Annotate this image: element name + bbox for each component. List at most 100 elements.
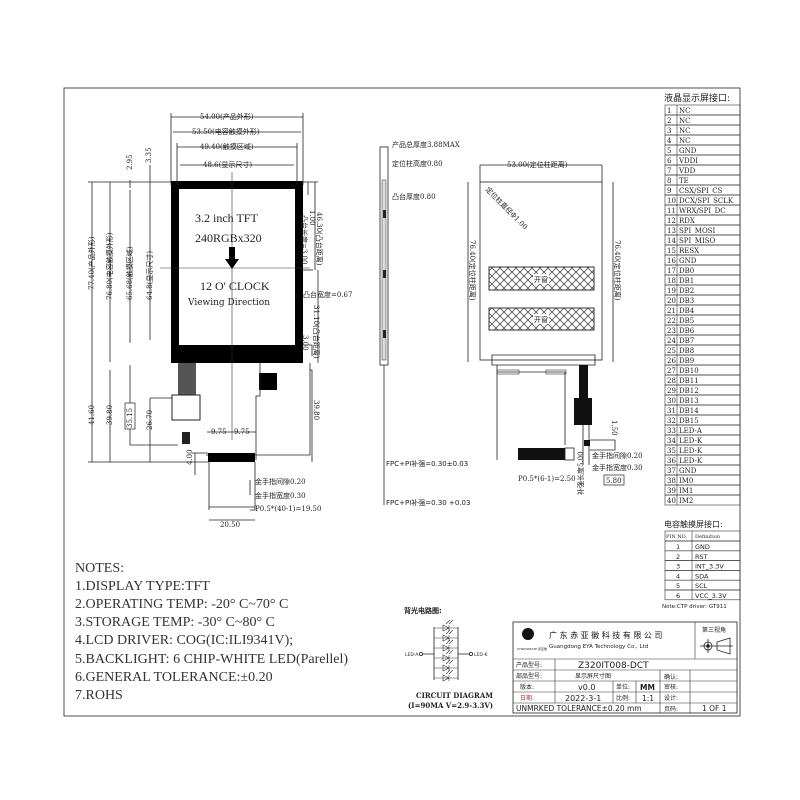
lcd-pin-table-title: 液晶显示屏接口: (664, 92, 730, 104)
projection-label: 第三视角 (702, 626, 726, 634)
pin-definition: DB1 (679, 277, 694, 285)
pin-definition: LED-K (679, 447, 703, 455)
pin-number: 27 (667, 367, 676, 375)
fpc-cable (178, 363, 196, 395)
pin-definition: SPI_MOSI (679, 227, 715, 235)
pin-definition: DB15 (679, 417, 699, 425)
ctp-fingers (182, 432, 190, 444)
side-total-thickness: 产品总厚度3.88MAX (392, 140, 460, 149)
dim-finger-width: 金手指宽度0.30 (255, 491, 306, 500)
ctp-pin-number: 2 (676, 553, 680, 561)
pin-definition: RDX (679, 217, 695, 225)
pin-definition: DB3 (679, 297, 694, 305)
dim-height-display: 64.8(显示尺寸) (145, 251, 154, 300)
dim-width-ctp: 53.50(电容触摸外形) (192, 127, 260, 136)
pin-number: 18 (667, 277, 676, 285)
title-block: SYNOCREATE 赤亚徽 广 东 赤 亚 徽 科 技 有 限 公 司 Gua… (512, 621, 738, 714)
scale-label: 比例: (616, 694, 630, 702)
scale-value: 1:1 (642, 694, 654, 703)
date-value: 2022-3-1 (565, 694, 601, 703)
pin-definition: IM0 (679, 477, 693, 485)
backlight-circuit: 背光电路图: LED-A LED-K CIRCUIT DIAGRAM (I=90… (404, 606, 493, 710)
dim-boss-distance-1: 46.30(凸台距离) (315, 212, 324, 266)
pin-definition: NC (679, 127, 690, 135)
pin-number: 4 (667, 137, 672, 145)
pin-definition: DB13 (679, 397, 699, 405)
dim-3980: 39.80 (106, 405, 114, 425)
back-dim-580: 5.80 (606, 477, 622, 485)
page-value: 1 OF 1 (702, 704, 727, 713)
pin-number: 12 (667, 217, 676, 225)
back-pin-distance-width: 53.00(定位柱距离) (507, 160, 568, 169)
pin-number: 19 (667, 287, 676, 295)
dim-boss-distance-2: 31.10(凸台距离) (312, 305, 321, 359)
pin-number: 40 (667, 497, 676, 505)
pin-definition: NC (679, 137, 690, 145)
pin-definition: DB14 (679, 407, 699, 415)
pin-number: 32 (667, 417, 676, 425)
circuit-cathode-label: LED-K (474, 652, 488, 658)
part-name: 显示屏尺寸图 (575, 672, 611, 680)
dim-295: 2.95 (126, 154, 134, 170)
pin-number: 25 (667, 347, 676, 355)
circuit-caption: CIRCUIT DIAGRAM (416, 691, 493, 700)
pin-number: 36 (667, 457, 676, 465)
company-name-cn: 广 东 赤 亚 徽 科 技 有 限 公 司 (549, 630, 662, 640)
side-boss-thickness: 凸台厚度0.80 (392, 192, 436, 201)
pin-number: 34 (667, 437, 676, 445)
back-finger-width: 金手指宽度0.30 (592, 463, 643, 472)
dim-3515: 35.15 (126, 408, 134, 428)
pin-number: 7 (667, 167, 671, 175)
back-window-1-label: 开窗 (534, 275, 548, 284)
pin-number: 2 (667, 117, 671, 125)
pin-number: 1 (667, 107, 671, 115)
unit-label: 单位: (616, 683, 630, 691)
dim-300: 3.00 (301, 335, 309, 351)
version-label: 版本: (520, 683, 534, 691)
pin-number: 33 (667, 427, 676, 435)
pin-row: 4 NC (664, 134, 741, 146)
pin-number: 11 (667, 207, 676, 215)
ctp-pin-number: 3 (676, 563, 680, 571)
back-view: 53.00(定位柱距离) 定位柱直径Φ1.00 76.40(定位柱距离) 76.… (467, 160, 643, 495)
ctp-connector (171, 394, 201, 421)
pin-number: 6 (667, 157, 672, 165)
pin-number: 31 (667, 407, 676, 415)
ctp-pin-definition: VCC_3.3V (695, 592, 727, 600)
pin-definition: DB9 (679, 357, 694, 365)
back-pitch: P0.5*(6-1)=2.50 (518, 475, 576, 483)
fpc-gold-fingers (208, 453, 255, 462)
note-item: 3.STORAGE TEMP: -30° C~80° C (75, 615, 275, 630)
viewing-arrow-icon (225, 247, 239, 269)
clock-text: 12 O' CLOCK (200, 279, 270, 293)
pin-number: 10 (667, 197, 676, 205)
dim-finger-gap: 金手指间隙0.20 (255, 477, 306, 486)
pin-definition: DB6 (679, 327, 695, 335)
pin-number: 17 (667, 267, 676, 275)
pin-number: 21 (667, 307, 676, 315)
page-label: 页码: (664, 705, 678, 713)
review-label: 审核: (664, 683, 678, 691)
back-pin-distance-left: 76.40(定位柱距离) (468, 240, 477, 301)
ic-chip (259, 373, 277, 390)
pin-definition: WRX/SPI_DC (679, 207, 726, 215)
pin-definition: GND (679, 257, 697, 265)
ctp-pin-table-title: 电容触摸屏接口: (664, 519, 723, 529)
